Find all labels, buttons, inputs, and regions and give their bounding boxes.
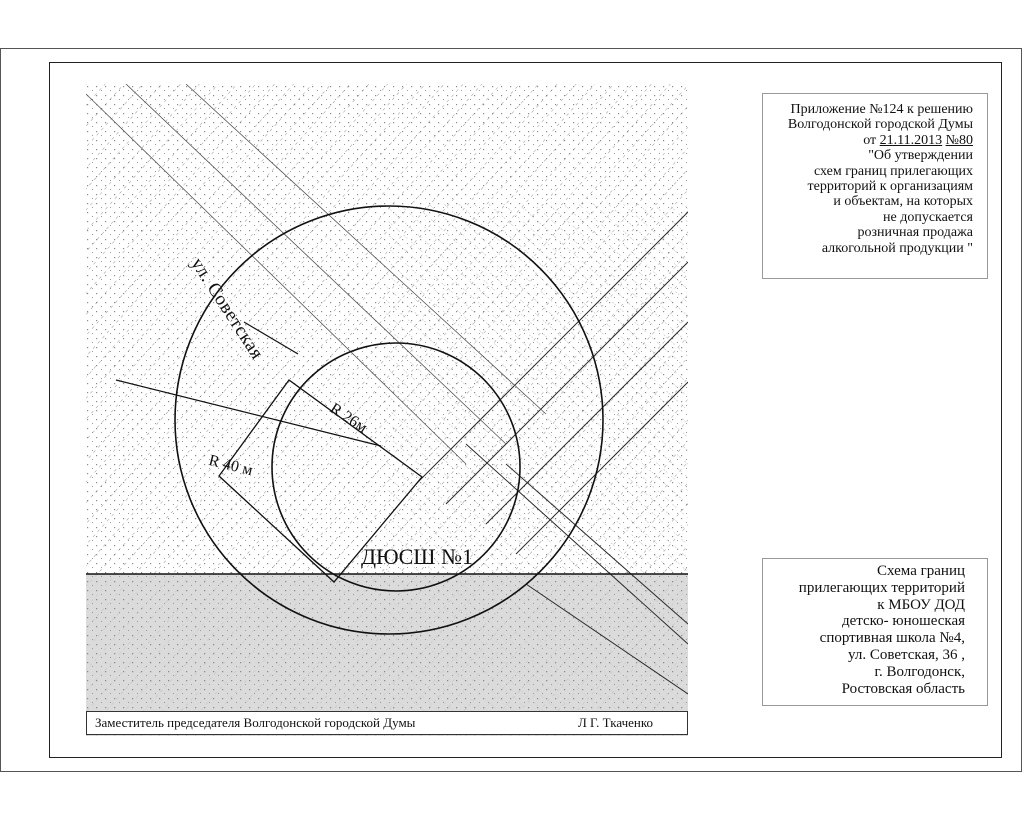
annex-line: алкогольной продукции " xyxy=(821,240,973,256)
annex-line: Волгодонской городской Думы xyxy=(787,117,973,133)
scheme-line: Ростовская область xyxy=(841,680,965,697)
scheme-line: г. Волгодонск, xyxy=(874,663,965,680)
annex-line: Приложение №124 к решению xyxy=(790,102,973,117)
map-drawing xyxy=(86,84,688,736)
annex-line-date: от 21.11.2013 №80 xyxy=(767,133,973,148)
signature-name: Л Г. Ткаченко xyxy=(577,715,653,730)
radius-40-circle xyxy=(174,205,604,635)
sheet-inner-frame xyxy=(49,62,1002,758)
annex-line: не допускается xyxy=(883,209,973,225)
signature-bar: Заместитель председателя Волгодонской го… xyxy=(86,711,688,735)
signature-position: Заместитель председателя Волгодонской го… xyxy=(95,715,416,730)
scheme-line: спортивная школа №4, xyxy=(819,630,965,647)
annex-box: Приложение №124 к решению Волгодонской г… xyxy=(762,93,988,279)
scheme-box: Схема границ прилегающих территорий к МБ… xyxy=(762,558,988,706)
road-band xyxy=(415,211,688,695)
school-label: ДЮСШ №1 xyxy=(361,544,473,569)
annex-line: и объектам, на которых xyxy=(833,194,973,210)
scheme-line: Схема границ xyxy=(877,563,965,579)
annex-number: №80 xyxy=(945,132,973,148)
annex-line: розничная продажа xyxy=(857,225,973,241)
shaded-zone-texture xyxy=(86,574,688,736)
annex-date: 21.11.2013 xyxy=(879,132,943,148)
street-lines xyxy=(86,84,547,465)
sheet-outer-frame xyxy=(0,48,1022,772)
map-area: ул. Советская R 40 м R 26м ДЮСШ №1 xyxy=(86,84,688,736)
annex-line: "Об утверждении xyxy=(868,148,973,164)
radius-26-leader xyxy=(243,321,299,355)
scheme-line: детско- юношеская xyxy=(841,613,965,630)
annex-line: территорий к организациям xyxy=(807,179,973,195)
annex-line: схем границ прилегающих xyxy=(813,163,973,179)
radius-40-leader xyxy=(115,379,382,447)
scheme-line: прилегающих территорий xyxy=(798,579,965,596)
scheme-line: к МБОУ ДОД xyxy=(877,596,965,613)
radius-26-circle xyxy=(271,342,521,592)
scheme-line: ул. Советская, 36 , xyxy=(848,646,965,663)
annex-date-prefix: от xyxy=(863,132,880,148)
